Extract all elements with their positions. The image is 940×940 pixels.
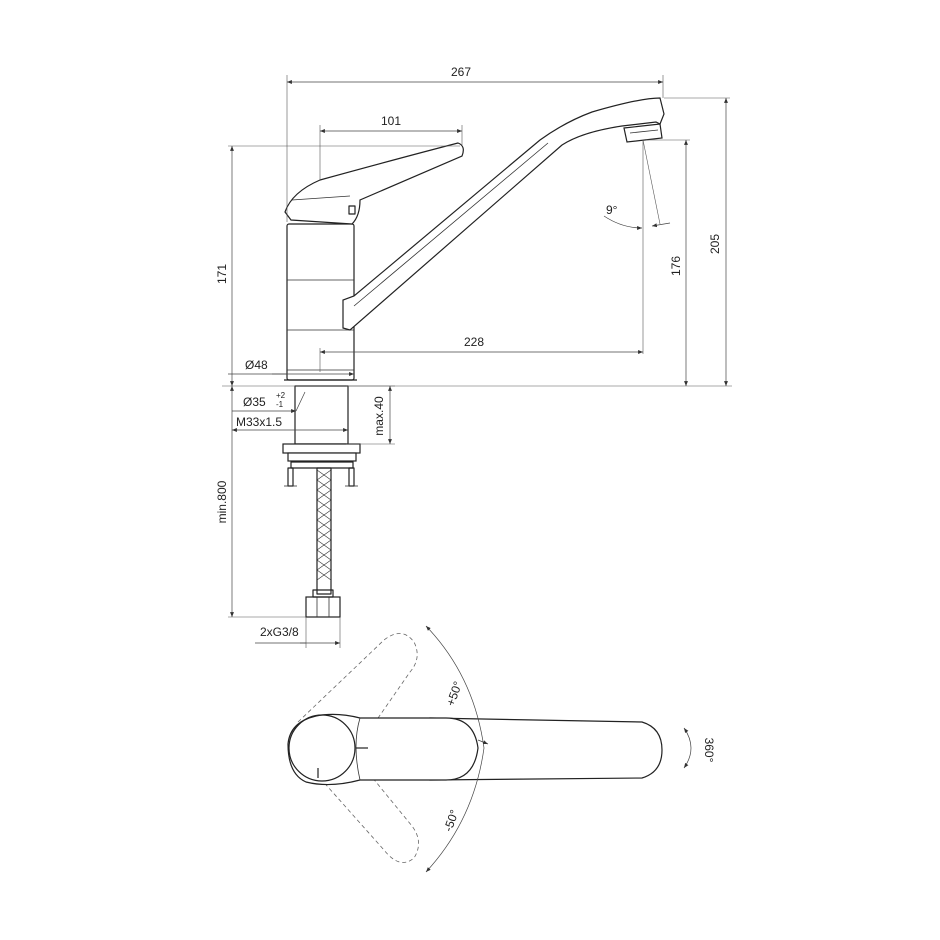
shank bbox=[294, 385, 349, 445]
stud-right bbox=[348, 467, 355, 487]
label-connection: 2xG3/8 bbox=[260, 625, 299, 639]
stud-left bbox=[287, 467, 294, 487]
label-lever-plus: +50° bbox=[443, 679, 465, 708]
lever-angle-arc bbox=[425, 625, 485, 873]
label-body-diameter: Ø48 bbox=[245, 358, 268, 372]
label-hole-tol-minus: -1 bbox=[276, 400, 284, 409]
aerator bbox=[623, 123, 663, 143]
lever-handle bbox=[284, 142, 464, 225]
spout-top bbox=[429, 717, 663, 781]
label-lever-length: 101 bbox=[381, 114, 401, 128]
label-total-width: 267 bbox=[451, 65, 471, 79]
spout bbox=[342, 97, 665, 331]
lever-ghost-plus bbox=[297, 633, 418, 745]
mounting-plate bbox=[282, 443, 361, 454]
lever-ghost-minus bbox=[319, 759, 419, 863]
label-lever-minus: -50° bbox=[441, 808, 462, 834]
body-circle bbox=[288, 714, 356, 782]
label-hole-tol-plus: +2 bbox=[276, 391, 286, 400]
braided-hose bbox=[316, 467, 332, 595]
top-view: +50° -50° 360° bbox=[287, 625, 716, 873]
label-body-height: 171 bbox=[215, 264, 229, 284]
label-thread: M33x1.5 bbox=[236, 415, 282, 429]
label-total-height: 205 bbox=[708, 234, 722, 254]
spout-rotation-arc bbox=[683, 727, 692, 769]
label-hole-diameter: Ø35 bbox=[243, 395, 266, 409]
label-spout-angle: 9° bbox=[606, 203, 618, 217]
connector-nut bbox=[305, 596, 341, 618]
angle-arc-9 bbox=[603, 215, 643, 230]
label-min-hose: min.800 bbox=[215, 480, 229, 523]
side-view: 267 101 228 Ø48 Ø35 +2 -1 M33x1.5 max.40… bbox=[215, 65, 732, 648]
label-spout-rotation: 360° bbox=[702, 738, 716, 763]
label-spout-reach: 228 bbox=[464, 335, 484, 349]
lever-top bbox=[287, 713, 479, 786]
label-max-deck: max.40 bbox=[372, 396, 386, 436]
label-spout-height: 176 bbox=[669, 256, 683, 276]
